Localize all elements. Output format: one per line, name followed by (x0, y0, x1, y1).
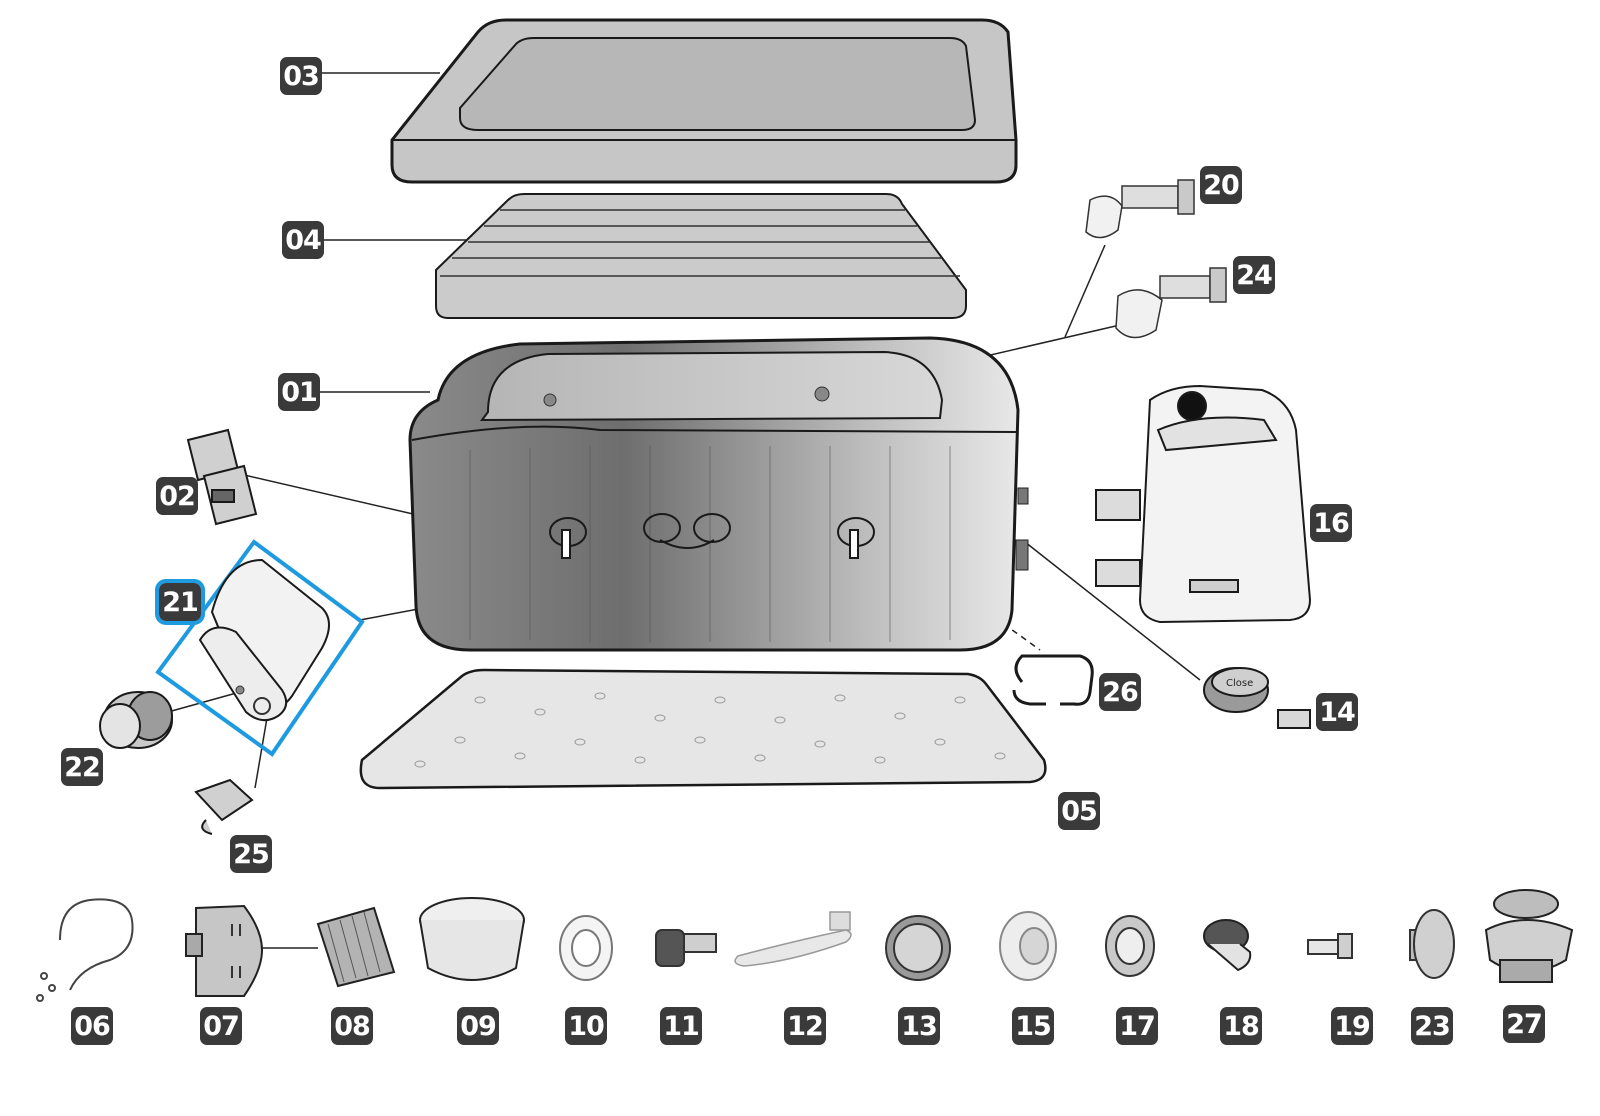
label-26: 26 (1099, 673, 1141, 711)
part-filter-cartridge (316, 906, 396, 988)
part-drain-valve: Close (1203, 667, 1311, 729)
label-22: 22 (61, 748, 103, 786)
part-elbow-connector (1203, 919, 1252, 972)
label-09: 09 (457, 1007, 499, 1045)
part-hose-kit (36, 898, 134, 1002)
label-23: 23 (1411, 1007, 1453, 1045)
part-pillow (155, 539, 365, 757)
label-21: 21 (155, 579, 205, 625)
part-connector (1012, 654, 1094, 706)
part-ground-cloth (359, 668, 1047, 790)
part-cap (885, 915, 951, 981)
part-clip (194, 778, 254, 835)
label-24: 24 (1233, 256, 1275, 294)
part-vent-valve (1484, 889, 1574, 983)
label-04: 04 (282, 221, 324, 259)
part-plug (1307, 933, 1353, 959)
part-brush (734, 911, 852, 967)
label-06: 06 (71, 1007, 113, 1045)
label-15: 15 (1012, 1007, 1054, 1045)
part-cover (390, 18, 1018, 184)
label-11: 11 (660, 1007, 702, 1045)
part-adapter (655, 929, 717, 967)
label-18: 18 (1220, 1007, 1262, 1045)
label-01: 01 (278, 373, 320, 411)
label-08: 08 (331, 1007, 373, 1045)
drain-text: Close (1226, 678, 1253, 689)
part-jet-assembly (1115, 267, 1227, 339)
part-filter-housing (185, 904, 264, 997)
label-05: 05 (1058, 792, 1100, 830)
label-20: 20 (1200, 166, 1242, 204)
label-10: 10 (565, 1007, 607, 1045)
label-19: 19 (1331, 1007, 1373, 1045)
part-air-jet (999, 911, 1057, 981)
part-buckle (186, 428, 258, 526)
label-03: 03 (280, 57, 322, 95)
part-pump (1095, 384, 1312, 624)
part-hose-nut (559, 915, 613, 981)
label-13: 13 (898, 1007, 940, 1045)
label-07: 07 (200, 1007, 242, 1045)
part-thermal-liner (435, 193, 967, 319)
part-valve-nut (1409, 909, 1455, 979)
part-ring-nut (1105, 915, 1155, 977)
label-17: 17 (1116, 1007, 1158, 1045)
label-25: 25 (230, 835, 272, 873)
label-27: 27 (1503, 1005, 1545, 1043)
label-12: 12 (784, 1007, 826, 1045)
label-14: 14 (1316, 693, 1358, 731)
part-valve (99, 691, 173, 749)
part-jet-nozzle (1085, 179, 1195, 239)
label-16: 16 (1310, 504, 1352, 542)
part-chlorine-dispenser (419, 897, 525, 981)
part-tub (408, 336, 1029, 652)
label-02: 02 (156, 477, 198, 515)
